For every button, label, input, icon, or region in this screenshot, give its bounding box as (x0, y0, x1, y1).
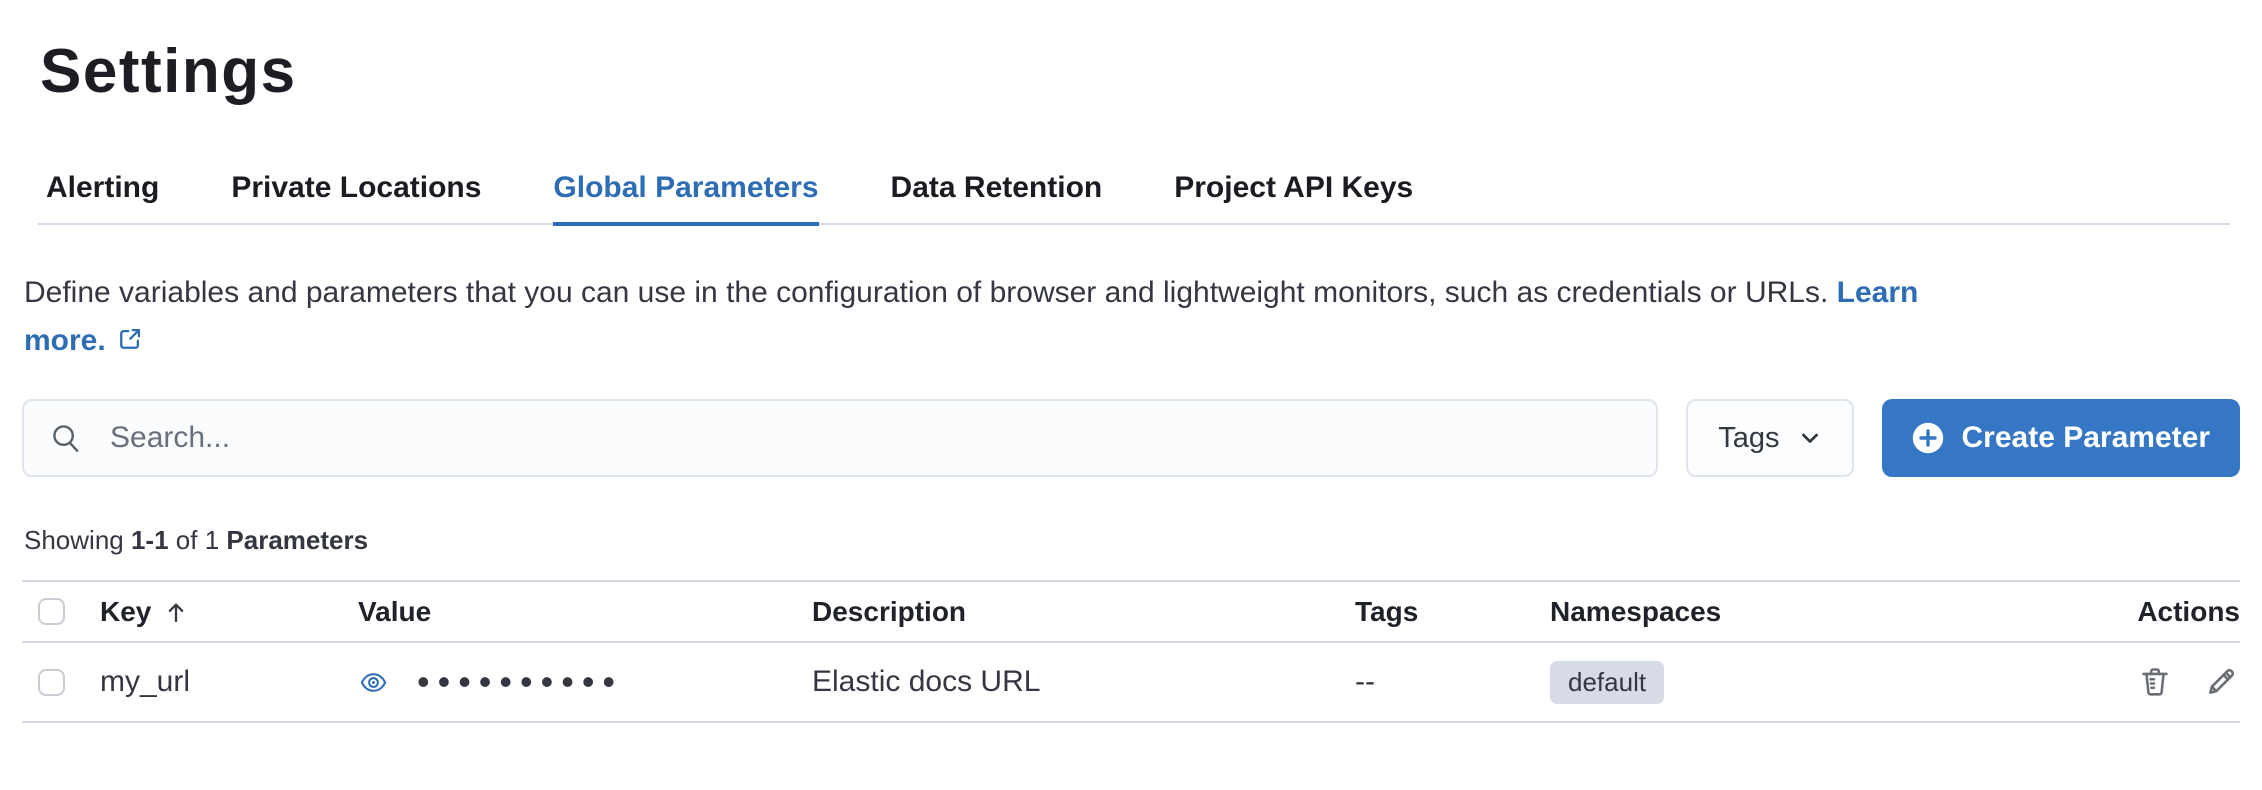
pencil-icon (2209, 668, 2235, 694)
edit-parameter-button[interactable] (2204, 665, 2238, 699)
summary-total: 1 (204, 525, 220, 555)
tags-filter-button[interactable]: Tags (1686, 399, 1854, 477)
summary-prefix: Showing (24, 525, 124, 555)
param-tags: -- (1355, 665, 1375, 698)
create-parameter-label: Create Parameter (1961, 421, 2210, 454)
row-checkbox[interactable] (38, 668, 65, 696)
settings-tabs: Alerting Private Locations Global Parame… (38, 170, 2230, 226)
namespace-badge: default (1550, 660, 1665, 704)
sort-ascending-icon (169, 603, 184, 622)
parameters-toolbar: Tags Create Parameter (22, 399, 2240, 477)
param-description: Elastic docs URL (812, 665, 1041, 698)
table-row: my_url •••••••••• Elastic docs URL -- de… (22, 643, 2240, 723)
learn-more-word-1: Learn (1836, 276, 1919, 309)
results-summary: Showing 1-1 of 1 Parameters (24, 525, 2240, 556)
search-input[interactable] (108, 420, 1631, 456)
external-link-icon (119, 328, 140, 349)
column-header-key[interactable]: Key (100, 596, 358, 628)
learn-more-link[interactable]: Learn more. (24, 276, 1918, 357)
tab-alerting[interactable]: Alerting (46, 170, 159, 226)
column-header-actions: Actions (2137, 595, 2240, 627)
column-header-namespaces: Namespaces (1550, 595, 1722, 627)
page-description: Define variables and parameters that you… (24, 269, 2222, 365)
select-all-checkbox[interactable] (38, 598, 65, 625)
row-actions (2138, 665, 2240, 699)
chevron-down-icon (1801, 433, 1818, 443)
param-key: my_url (100, 665, 191, 698)
column-header-value: Value (358, 595, 432, 627)
tab-global-parameters[interactable]: Global Parameters (553, 170, 819, 226)
summary-of: of (175, 525, 198, 555)
parameters-table: Key Value Description Tags Namespaces Ac… (22, 580, 2240, 723)
create-parameter-button[interactable]: Create Parameter (1881, 399, 2240, 477)
column-header-tags: Tags (1355, 595, 1419, 627)
tab-data-retention[interactable]: Data Retention (891, 170, 1103, 226)
page-title: Settings (40, 37, 297, 106)
learn-more-word-2: more. (24, 324, 106, 357)
search-box[interactable] (22, 399, 1659, 477)
tab-project-api-keys[interactable]: Project API Keys (1174, 170, 1413, 226)
masked-value: •••••••••• (417, 661, 624, 702)
tab-private-locations[interactable]: Private Locations (231, 170, 481, 226)
column-header-key-label: Key (100, 595, 152, 627)
tags-filter-label: Tags (1718, 421, 1780, 454)
summary-noun: Parameters (226, 525, 369, 555)
summary-range: 1-1 (130, 525, 169, 555)
table-header-row: Key Value Description Tags Namespaces Ac… (22, 582, 2240, 643)
eye-icon (360, 672, 387, 692)
delete-parameter-button[interactable] (2138, 665, 2172, 699)
trash-icon (2142, 668, 2168, 696)
reveal-value-button[interactable] (360, 669, 387, 696)
param-value-cell: •••••••••• (358, 664, 812, 700)
description-text: Define variables and parameters that you… (24, 276, 1829, 309)
column-header-description: Description (812, 595, 967, 627)
search-icon (53, 425, 79, 452)
plus-in-circle-icon (1912, 422, 1943, 454)
